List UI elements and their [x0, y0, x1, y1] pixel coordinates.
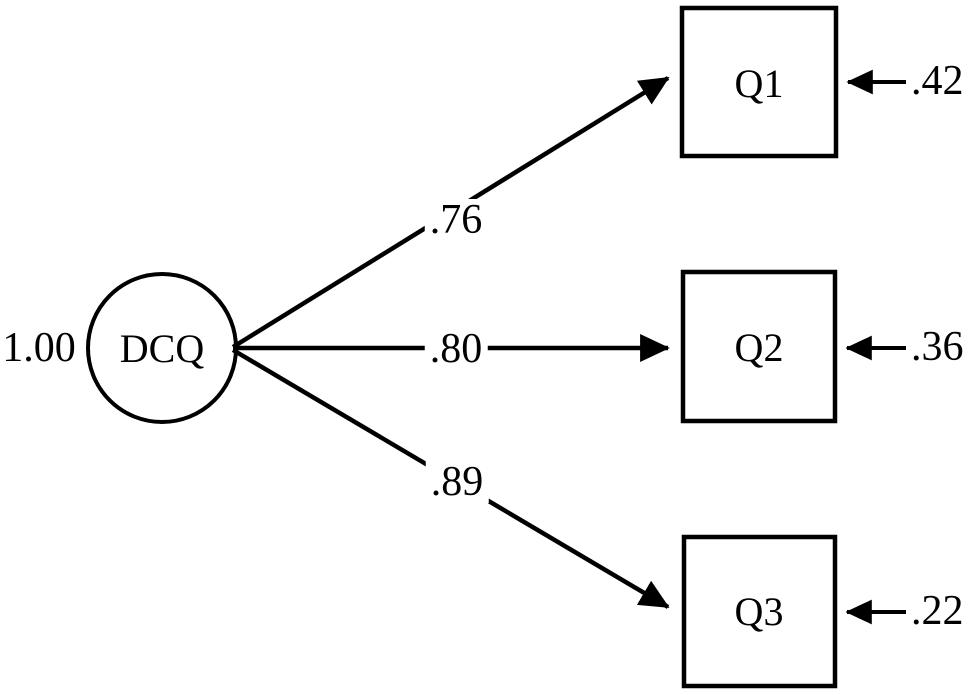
residual-label-q2: .36 — [911, 324, 964, 370]
latent-factor-label-dcq: DCQ — [119, 326, 205, 371]
loading-label-q2: .80 — [424, 328, 488, 370]
indicator-label-q1: Q1 — [734, 61, 784, 106]
indicator-box-q1[interactable] — [679, 5, 839, 159]
latent-variance-label: 1.00 — [2, 325, 76, 371]
residual-label-q3: .22 — [911, 588, 964, 634]
indicator-label-q2: Q2 — [734, 325, 784, 370]
indicator-box-q2[interactable] — [680, 269, 838, 424]
loading-label-q1: .76 — [424, 199, 488, 241]
residual-label-q1: .42 — [911, 58, 964, 104]
indicator-label-q3: Q3 — [734, 589, 784, 634]
indicator-box-q3[interactable] — [681, 534, 838, 689]
loading-label-q3: .89 — [425, 461, 489, 503]
